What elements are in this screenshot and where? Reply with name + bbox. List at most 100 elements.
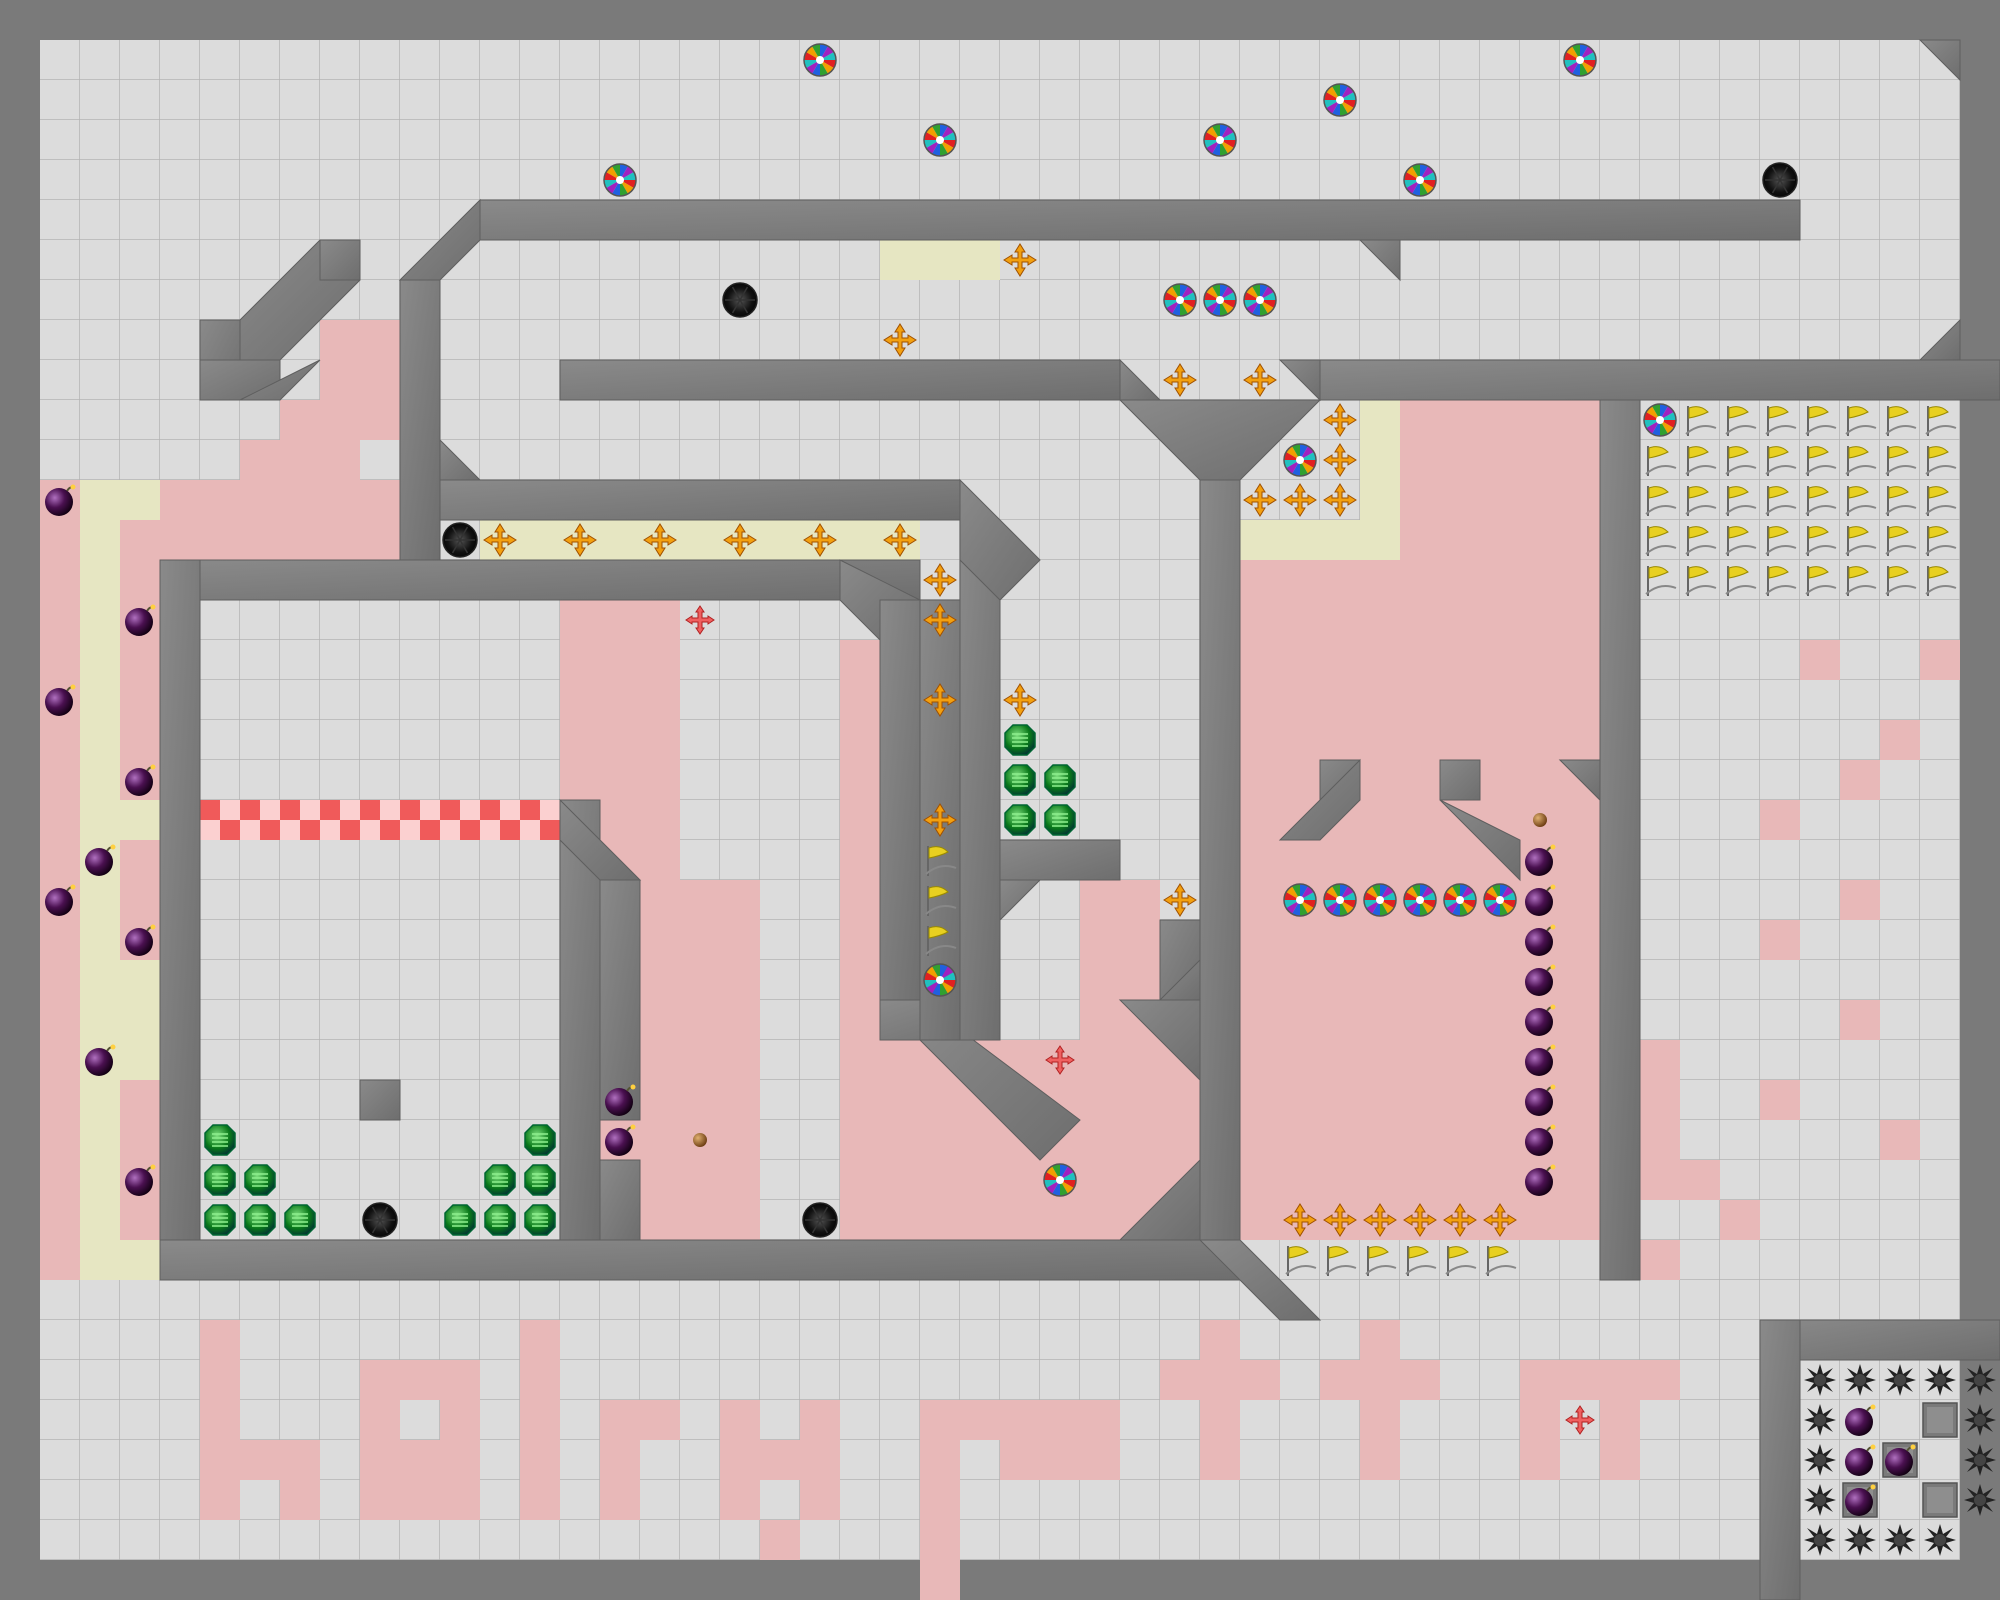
swirl-icon <box>1483 883 1517 917</box>
wall-segment <box>1759 1319 1801 1600</box>
swirl-icon <box>1323 83 1357 117</box>
flag-icon <box>1285 1246 1317 1276</box>
flag-icon <box>1925 566 1957 596</box>
pink-zone <box>160 480 400 560</box>
pink-letter <box>920 1400 960 1600</box>
swirl-icon <box>1403 883 1437 917</box>
flag-icon <box>1685 566 1717 596</box>
checker-tile <box>540 820 560 840</box>
bomb-icon <box>125 1164 156 1196</box>
flag-icon <box>925 926 957 956</box>
cross-icon <box>1243 363 1277 397</box>
checker-tile <box>380 820 400 840</box>
swirl-icon <box>923 963 957 997</box>
checker-tile <box>280 800 300 820</box>
pink-letter <box>520 1320 560 1360</box>
wall-segment <box>1158 958 1201 1001</box>
checker-tile <box>540 800 560 820</box>
cross-icon <box>563 523 597 557</box>
mine-icon <box>1964 1364 1996 1396</box>
wall-segment <box>399 279 441 561</box>
yellow-tile <box>1240 520 1400 560</box>
pink-letter <box>720 1400 760 1520</box>
wall-segment <box>1319 359 2000 401</box>
pink-zone <box>1840 1000 1880 1040</box>
wall-segment <box>239 359 321 401</box>
flag-icon <box>925 846 957 876</box>
cross-icon <box>883 323 917 357</box>
wall-segment <box>1118 1158 1201 1241</box>
mine-icon <box>1924 1364 1956 1396</box>
checker-tile <box>460 820 480 840</box>
checker-tile <box>420 820 440 840</box>
flag-icon <box>1725 406 1757 436</box>
green-disc-icon <box>284 1204 316 1236</box>
checker-tile <box>260 820 280 840</box>
pink-letter <box>1040 1400 1120 1480</box>
flag-icon <box>1685 406 1717 436</box>
pink-letter <box>1360 1400 1400 1480</box>
pink-letter <box>1000 1440 1040 1480</box>
pink-letter <box>400 1440 440 1520</box>
wall-segment <box>959 519 1001 1041</box>
bomb-icon <box>1525 924 1556 956</box>
cross-icon <box>923 603 957 637</box>
swirl-icon <box>803 43 837 77</box>
flag-icon <box>1725 486 1757 516</box>
cross-icon <box>1003 243 1037 277</box>
bomb-icon <box>85 844 116 876</box>
wall-segment <box>439 479 961 521</box>
swirl-icon <box>1643 403 1677 437</box>
swirl-icon <box>1563 43 1597 77</box>
bomb-icon <box>1525 1124 1556 1156</box>
pink-letter <box>1200 1320 1240 1360</box>
mine-icon <box>1964 1404 1996 1436</box>
checker-tile <box>520 820 540 840</box>
flag-icon <box>1885 486 1917 516</box>
pink-zone <box>1880 720 1920 760</box>
cross-icon <box>643 523 677 557</box>
mine-icon <box>1804 1404 1836 1436</box>
mine-icon <box>1964 1444 1996 1476</box>
cross-icon <box>1243 483 1277 517</box>
wall-segment <box>1198 1239 1322 1321</box>
cross-icon <box>1163 883 1197 917</box>
cross-icon <box>1403 1203 1437 1237</box>
flag-icon <box>1765 486 1797 516</box>
mine-icon <box>1804 1444 1836 1476</box>
flag-icon <box>1645 446 1677 476</box>
swirl-icon <box>1163 283 1197 317</box>
swirl-icon <box>1203 123 1237 157</box>
green-disc-icon <box>1044 804 1076 836</box>
bomb-icon <box>125 604 156 636</box>
bomb-icon <box>85 1044 116 1076</box>
flag-icon <box>1805 446 1837 476</box>
bomb-icon <box>125 764 156 796</box>
flag-icon <box>1725 446 1757 476</box>
wall-segment <box>359 1079 401 1121</box>
wall-segment <box>1358 239 1401 282</box>
pink-letter <box>440 1360 480 1520</box>
checker-tile <box>480 800 500 820</box>
pink-letter <box>600 1400 640 1520</box>
swirl-icon <box>1403 163 1437 197</box>
pink-letter <box>200 1320 240 1520</box>
mine-icon <box>1844 1524 1876 1556</box>
pink-zone <box>840 640 880 1240</box>
bomb-icon <box>605 1124 636 1156</box>
bomb-icon <box>1525 844 1556 876</box>
cross-icon <box>923 683 957 717</box>
swirl-icon <box>1043 1163 1077 1197</box>
swirl-icon <box>1323 883 1357 917</box>
checker-tile <box>500 800 520 820</box>
flag-icon <box>1885 566 1917 596</box>
checker-tile <box>300 800 320 820</box>
wall-segment <box>1278 758 1361 841</box>
pink-zone <box>1880 1120 1920 1160</box>
flag-icon <box>1925 406 1957 436</box>
wall-segment <box>999 839 1121 881</box>
checker-tile <box>220 800 240 820</box>
wall-segment <box>999 879 1042 922</box>
